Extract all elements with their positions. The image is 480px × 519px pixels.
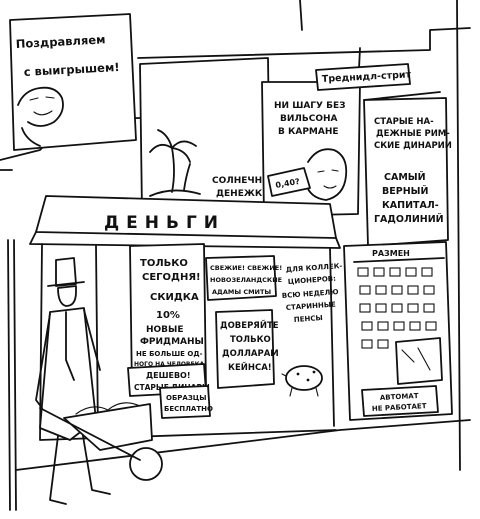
collectors-line5: ПЕНСЫ — [294, 314, 323, 324]
samples-line2: БЕСПЛАТНО — [164, 405, 213, 413]
wilson-tag: 0,40? — [275, 177, 301, 190]
fresh-adam-smiths-poster: СВЕЖИЕ! СВЕЖИЕ! НОВОЗЕЛАНДСКИЕ АДАМЫ СМИ… — [205, 255, 282, 301]
nz-line2: НОВОЗЕЛАНДСКИЕ — [210, 276, 282, 284]
wilson-line3: В КАРМАНЕ — [278, 127, 339, 137]
today-line2: СЕГОДНЯ! — [142, 272, 201, 283]
woman-with-banknote-drawing — [267, 148, 348, 201]
collectors-pence-poster: ДЛЯ КОЛЛЕК- ЦИОНЕРОВ: ВСЮ НЕДЕЛЮ СТАРИНН… — [282, 262, 343, 324]
congrats-line1: Поздравляем — [15, 32, 105, 51]
wilson-line1: НИ ШАГУ БЕЗ — [274, 101, 346, 111]
today-line4: 10% — [156, 310, 180, 321]
collectors-line2: ЦИОНЕРОВ: — [288, 275, 337, 286]
today-line3: СКИДКА — [150, 292, 199, 303]
free-samples-poster: ОБРАЗЦЫ БЕСПЛАТНО — [159, 385, 213, 419]
shop-sign: ДЕНЬГИ — [29, 195, 341, 249]
machine-slots — [357, 267, 443, 385]
piggy-bank-drawing — [281, 365, 323, 397]
exchange-sign: РАЗМЕН — [372, 249, 410, 258]
dinars-line5: ВЕРНЫЙ — [382, 185, 428, 197]
wilson-poster: НИ ШАГУ БЕЗ ВИЛЬСОНА В КАРМАНЕ 0,40? — [261, 81, 361, 217]
machine-note-line2: НЕ РАБОТАЕТ — [372, 402, 427, 413]
keynes-line1: ДОВЕРЯЙТЕ — [220, 319, 279, 331]
congrats-line2: с выигрышем! — [23, 60, 119, 79]
dinars-line4: САМЫЙ — [384, 171, 426, 183]
shop-sign-text: ДЕНЬГИ — [104, 213, 225, 233]
nz-line3: АДАМЫ СМИТЫ — [212, 288, 271, 296]
collectors-line1: ДЛЯ КОЛЛЕК- — [286, 262, 343, 274]
collectors-line4: СТАРИННЫЕ — [286, 301, 337, 312]
machine-note-line1: АВТОМАТ — [380, 392, 419, 402]
dinars-poster: СТАРЫЕ НА- ДЕЖНЫЕ РИМ- СКИЕ ДИНАРИИ САМЫ… — [363, 91, 452, 247]
nz-line1: СВЕЖИЕ! СВЕЖИЕ! — [210, 264, 282, 272]
today-line1: ТОЛЬКО — [140, 258, 188, 269]
dinars-line1: СТАРЫЕ НА- — [374, 117, 434, 127]
keynes-line3: ДОЛЛАРАМ — [222, 349, 279, 359]
keynes-dollars-poster: ДОВЕРЯЙТЕ ТОЛЬКО ДОЛЛАРАМ КЕЙНСА! — [215, 309, 279, 389]
street-sign: Треднидл-стрит — [315, 63, 412, 91]
sunny-line1: СОЛНЕЧНЫЕ — [212, 176, 278, 186]
today-line8: НОГО НА ЧЕЛОВЕКА — [134, 361, 204, 368]
collectors-line3: ВСЮ НЕДЕЛЮ — [282, 288, 339, 300]
today-discount-poster: ТОЛЬКО СЕГОДНЯ! СКИДКА 10% НОВЫЕ ФРИДМАН… — [129, 243, 207, 393]
cheap-line1: ДЕШЕВО! — [146, 371, 190, 380]
palm-tree-drawing — [149, 129, 201, 197]
sunny-line2: ДЕНЕЖКИ — [216, 189, 270, 199]
dinars-line6: КАПИТАЛ- — [382, 200, 439, 211]
keynes-line2: ТОЛЬКО — [230, 335, 271, 345]
today-line7: НЕ БОЛЬШЕ ОД- — [136, 350, 203, 358]
dinars-line3: СКИЕ ДИНАРИИ — [374, 141, 452, 151]
congrats-poster: Поздравляем с выигрышем! — [9, 13, 137, 151]
street-name: Треднидл-стрит — [322, 69, 412, 85]
today-line5: НОВЫЕ — [146, 325, 184, 335]
winner-face-drawing — [17, 86, 64, 147]
keynes-line4: КЕЙНСА! — [228, 361, 272, 373]
man-with-wheelbarrow-drawing — [35, 257, 163, 505]
dinars-line2: ДЕЖНЫЕ РИМ- — [376, 129, 450, 139]
exchange-machine: РАЗМЕН АВТОМА — [343, 241, 453, 421]
wilson-line2: ВИЛЬСОНА — [280, 114, 338, 124]
samples-line1: ОБРАЗЦЫ — [166, 394, 207, 402]
shop-front — [7, 239, 471, 511]
today-line6: ФРИДМАНЫ — [140, 337, 204, 347]
dinars-line7: ГАДОЛИНИЙ — [374, 213, 444, 225]
sunny-money-poster: СОЛНЕЧНЫЕ ДЕНЕЖКИ — [139, 57, 278, 213]
